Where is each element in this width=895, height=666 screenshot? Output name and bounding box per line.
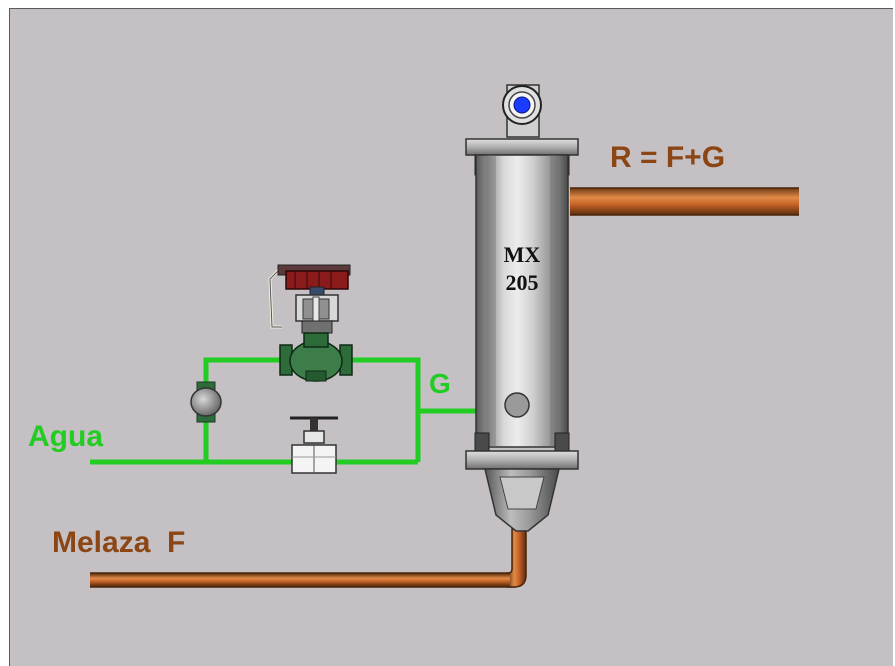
g-flow-label: G	[429, 368, 451, 399]
flow-meter-icon	[190, 381, 222, 423]
molasses-inlet-pipe	[90, 528, 527, 588]
gate-valve-icon	[290, 416, 338, 474]
water-label: Agua	[28, 420, 103, 453]
output-pipe	[570, 187, 799, 216]
agitator-motor-icon	[502, 84, 542, 138]
molasses-label: Melaza F	[52, 526, 185, 559]
result-label: R = F+G	[610, 141, 725, 174]
mixer-tank-icon: MX 205	[465, 84, 579, 532]
tank-label-line1: MX	[504, 242, 541, 267]
control-valve-icon	[268, 264, 353, 382]
process-diagram-canvas: MX 205 Agua Melaza F G R = F+G	[9, 8, 893, 666]
tank-label-line2: 205	[506, 270, 539, 295]
diagram-svg: MX 205 Agua Melaza F G R = F+G	[28, 84, 799, 588]
